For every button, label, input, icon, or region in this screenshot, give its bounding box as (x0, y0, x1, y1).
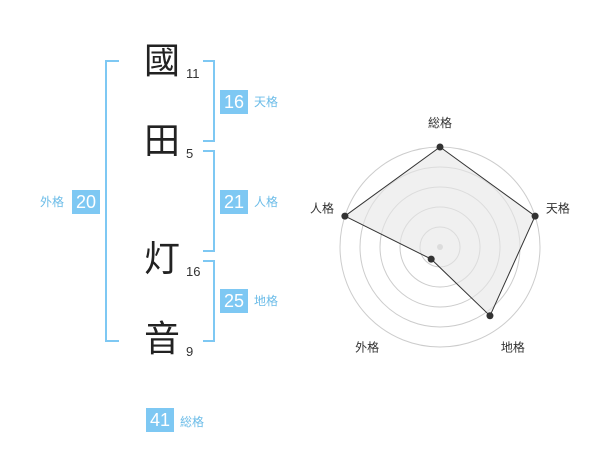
char-1-strokes: 11 (186, 66, 200, 81)
tenkaku-bracket (203, 60, 215, 142)
radar-polygon (343, 146, 536, 317)
gaikaku-value: 20 (72, 190, 100, 214)
jinkaku-label: 人格 (254, 195, 279, 209)
char-4: 音 (143, 319, 180, 360)
soukaku-value: 41 (146, 408, 174, 432)
radar-point-4 (341, 212, 349, 220)
radar-axis-label-1: 天格 (546, 201, 570, 216)
jinkaku-bracket (203, 150, 215, 252)
char-3: 灯 (143, 239, 180, 280)
radar-point-1 (531, 212, 539, 220)
char-2: 田 (143, 121, 180, 162)
jinkaku-value: 21 (220, 190, 248, 214)
soukaku-label: 総格 (180, 415, 205, 429)
radar-point-3 (427, 255, 435, 263)
radar-point-0 (436, 143, 444, 151)
radar-axis-label-3: 外格 (355, 339, 379, 354)
gaikaku-label: 外格 (40, 195, 65, 209)
radar-axis-label-0: 総格 (428, 115, 452, 130)
chikaku-value: 25 (220, 289, 248, 313)
radar-point-2 (486, 312, 494, 320)
tenkaku-label: 天格 (254, 95, 279, 109)
char-4-strokes: 9 (186, 344, 194, 359)
radar-points (341, 143, 539, 320)
char-3-strokes: 16 (186, 264, 201, 279)
chikaku-label: 地格 (254, 294, 279, 308)
radar-axis-label-2: 地格 (501, 339, 525, 354)
tenkaku-value: 16 (220, 90, 248, 114)
chikaku-bracket (203, 260, 215, 342)
char-1: 國 (143, 41, 180, 82)
char-2-strokes: 5 (186, 146, 194, 161)
gaikaku-bracket (105, 60, 119, 342)
radar-axis-label-4: 人格 (310, 201, 334, 216)
